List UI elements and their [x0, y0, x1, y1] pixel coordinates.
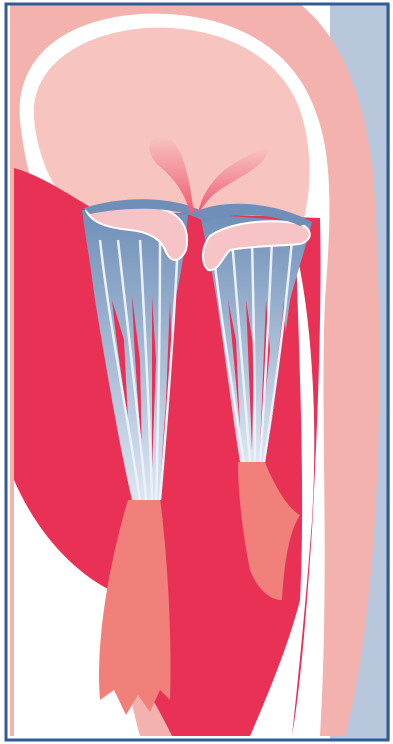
diagram-canvas: [0, 0, 393, 744]
mitral-valve-illustration: [0, 0, 393, 744]
